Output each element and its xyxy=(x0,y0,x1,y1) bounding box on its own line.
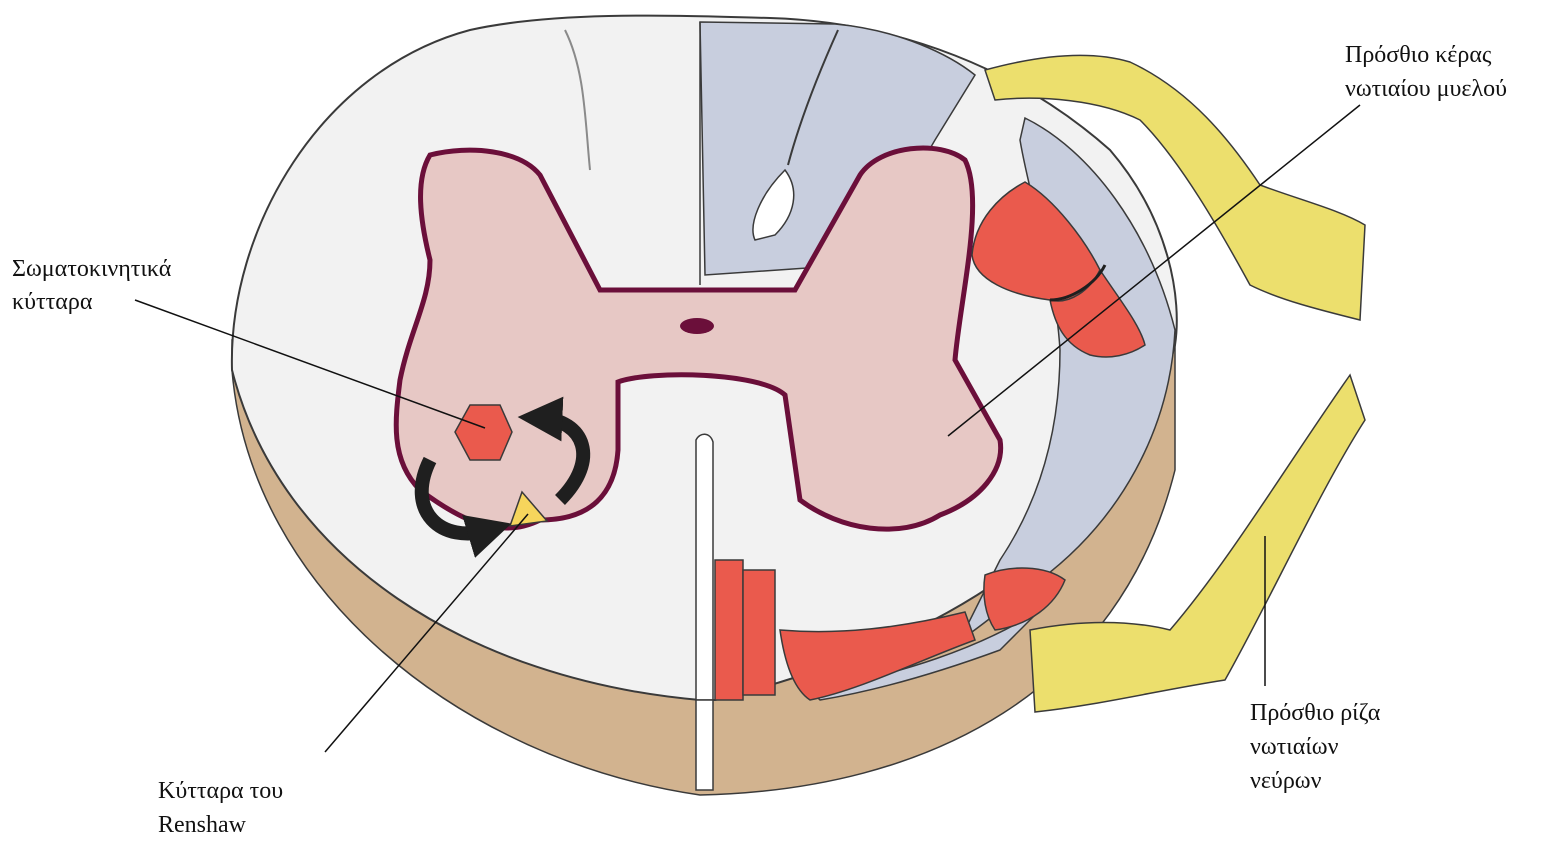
label-anterior-root-3: νεύρων xyxy=(1250,768,1322,794)
red-tract-ventral-medial-2 xyxy=(743,570,775,695)
label-anterior-horn-1: Πρόσθιο κέρας xyxy=(1345,42,1492,68)
median-fissure-lower xyxy=(696,700,713,790)
label-renshaw-2: Renshaw xyxy=(158,812,247,838)
label-renshaw-1: Κύτταρα του xyxy=(158,778,283,804)
label-somatomotor-1: Σωματοκινητικά xyxy=(12,256,172,282)
label-anterior-horn-2: νωτιαίου μυελού xyxy=(1345,76,1507,102)
label-anterior-root-2: νωτιαίων xyxy=(1250,734,1339,760)
red-tract-ventral-medial-1 xyxy=(715,560,743,700)
label-somatomotor-2: κύτταρα xyxy=(12,289,93,315)
median-fissure xyxy=(696,434,713,700)
label-anterior-root-1: Πρόσθιο ρίζα xyxy=(1250,700,1381,726)
central-canal xyxy=(680,318,714,334)
